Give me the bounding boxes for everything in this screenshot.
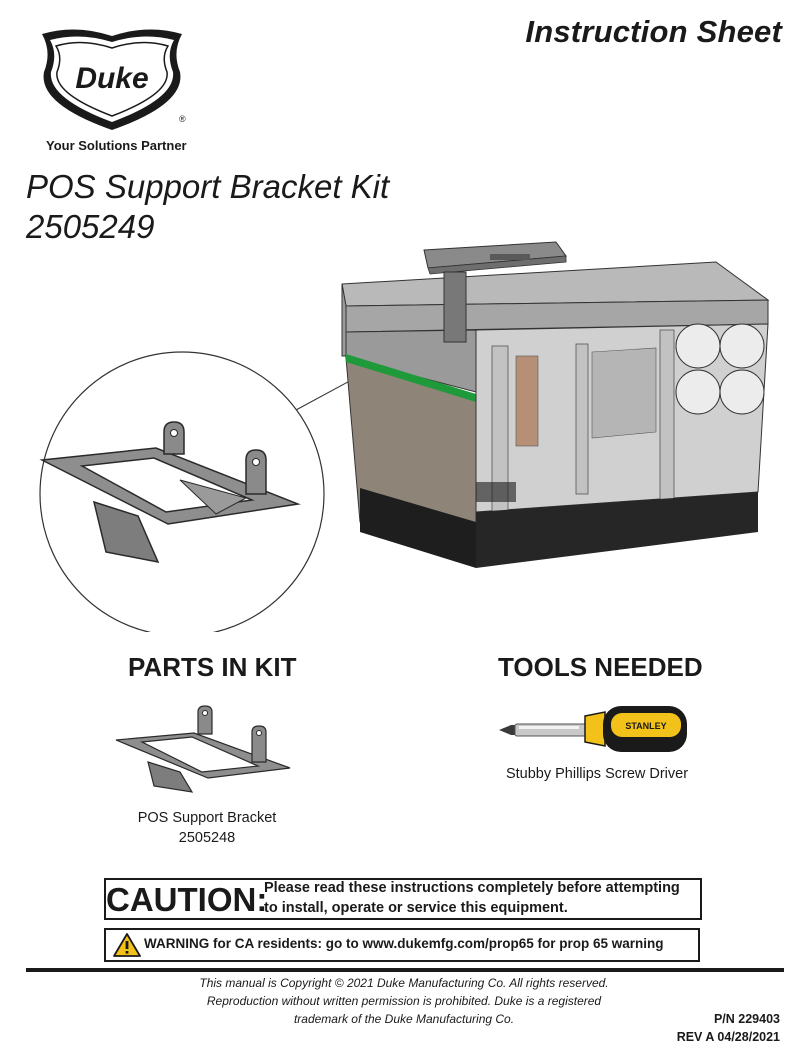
part-number-label: P/N 229403	[713, 1012, 780, 1026]
brand-tagline: Your Solutions Partner	[46, 138, 187, 153]
detail-callout	[39, 301, 481, 632]
counter-assembly-illustration	[39, 241, 770, 632]
tool-name: Stubby Phillips Screw Driver	[505, 766, 689, 782]
warning-triangle-icon	[113, 933, 141, 957]
pos-mount	[423, 241, 567, 343]
prop65-warning-text: WARNING for CA residents: go to www.duke…	[144, 936, 664, 951]
pos-support-bracket-image	[115, 705, 291, 793]
stubby-screwdriver-image: STANLEY	[499, 706, 687, 752]
prop65-warning-box	[104, 928, 700, 962]
copyright-line-2: Reproduction without written permission …	[206, 994, 602, 1008]
caution-text-line1: Please read these instructions completel…	[264, 880, 680, 896]
caution-box	[104, 878, 702, 920]
revision-label: REV A 04/28/2021	[676, 1030, 780, 1044]
caution-label: CAUTION:	[106, 881, 268, 918]
counter-cabinet	[341, 261, 770, 568]
document-type-title: Instruction Sheet	[525, 14, 782, 49]
registered-mark: ®	[179, 114, 186, 124]
product-number: 2505249	[26, 208, 155, 245]
footer-divider	[26, 968, 784, 972]
copyright-line-1: This manual is Copyright © 2021 Duke Man…	[199, 976, 609, 990]
duke-logo: Duke ®	[42, 29, 186, 130]
tool-brand-mark: STANLEY	[625, 721, 666, 731]
bracket-detail	[39, 421, 301, 564]
tools-needed-heading: TOOLS NEEDED	[498, 652, 703, 682]
part-number: 2505248	[178, 830, 236, 846]
parts-in-kit-heading: PARTS IN KIT	[128, 652, 297, 682]
product-title: POS Support Bracket Kit	[26, 168, 390, 205]
copyright-line-3: trademark of the Duke Manufacturing Co.	[293, 1012, 515, 1026]
logo-wordmark: Duke	[75, 62, 148, 95]
part-name: POS Support Bracket	[137, 810, 277, 826]
caution-text-line2: to install, operate or service this equi…	[264, 900, 568, 916]
